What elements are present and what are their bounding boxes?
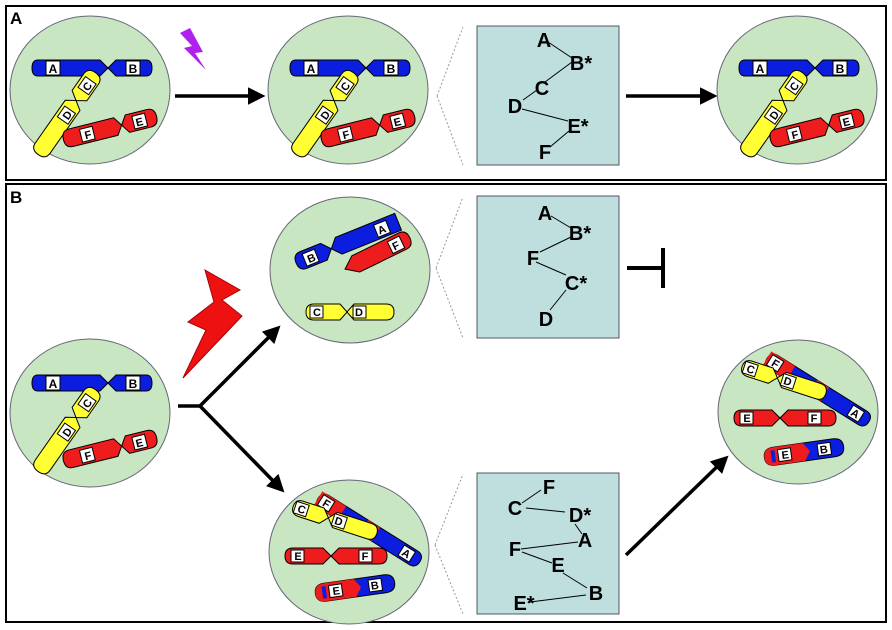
chromosome-eb-hybrid: E B	[763, 438, 845, 466]
svg-text:D: D	[782, 375, 793, 389]
inhibition-t-bar-icon	[627, 248, 665, 288]
svg-text:E: E	[842, 116, 852, 129]
chromosome-cd: D C	[33, 69, 101, 158]
svg-text:E: E	[135, 116, 145, 129]
node-d: D	[539, 309, 553, 331]
cell-a3: A B D C F E	[716, 15, 878, 165]
svg-text:C: C	[313, 307, 321, 319]
node-d: D	[508, 96, 522, 118]
svg-text:F: F	[362, 551, 369, 563]
svg-text:C: C	[745, 363, 756, 377]
repair-path-a: A B* C D E* F	[476, 25, 620, 166]
chromosome-ef: F E	[320, 108, 416, 148]
svg-text:F: F	[790, 129, 800, 142]
node-a: A	[578, 530, 592, 552]
cell-b-final: F A C D E F	[717, 339, 879, 485]
node-c: C*	[565, 273, 587, 295]
node-d: D*	[569, 505, 591, 527]
panel-b-label: B	[10, 188, 22, 207]
svg-text:E: E	[332, 585, 341, 598]
svg-text:A: A	[49, 62, 58, 76]
node-f: F	[527, 248, 539, 270]
cell-b-start: A B D C F E	[9, 338, 171, 488]
svg-text:B: B	[306, 252, 318, 266]
svg-text:A: A	[307, 62, 316, 76]
chromosome-ef: F E	[62, 108, 158, 148]
svg-text:B: B	[387, 62, 396, 76]
node-f: F	[543, 477, 555, 499]
svg-text:F: F	[391, 239, 403, 253]
svg-text:A: A	[756, 62, 765, 76]
svg-text:D: D	[333, 515, 344, 529]
chromosome-cd: D C	[291, 69, 359, 158]
zoom-lines-icon	[435, 196, 464, 339]
svg-text:B: B	[129, 377, 138, 391]
arrow-icon	[624, 455, 729, 557]
chromosome-ef-hybrid: E F	[284, 547, 388, 565]
svg-text:C: C	[296, 503, 307, 517]
node-f: F	[509, 539, 521, 561]
chromosome-cd: D C	[33, 386, 101, 475]
svg-text:F: F	[341, 129, 351, 142]
zoom-lines-icon	[434, 473, 464, 615]
svg-text:E: E	[294, 551, 301, 563]
panel-b: B A B D C F E	[5, 183, 887, 625]
svg-text:B: B	[819, 444, 829, 457]
svg-text:F: F	[811, 413, 818, 425]
lightning-bolt-icon	[182, 268, 243, 379]
panel-a: A A B D C F E	[5, 5, 887, 181]
chromosome-ef-hybrid: E F	[733, 409, 837, 427]
chromosome-ab: A B	[289, 59, 411, 77]
arrow-icon	[198, 404, 285, 493]
svg-text:F: F	[83, 129, 93, 142]
chromosome-ab: A B	[31, 59, 153, 77]
svg-text:E: E	[781, 449, 790, 462]
chromosome-cd-fragment: C D	[305, 303, 395, 321]
node-e: E*	[567, 116, 588, 138]
zoom-lines-icon	[436, 26, 464, 166]
node-a: A	[538, 203, 552, 225]
repair-path-b2: F C D* A F E B E*	[476, 472, 620, 615]
node-c: C	[508, 498, 522, 520]
arrow-icon	[198, 325, 281, 408]
chromosome-f-fragment: F	[344, 231, 412, 273]
svg-text:D: D	[355, 307, 363, 319]
chromosome-ef: F E	[62, 429, 158, 469]
cell-a2: A B D C F E	[267, 15, 429, 165]
node-b: B	[589, 583, 603, 605]
node-f: F	[539, 142, 551, 164]
cell-b-bottom: F A C D E F	[268, 479, 430, 625]
chromosome-eb-hybrid: E B	[314, 574, 396, 602]
svg-text:E: E	[743, 413, 750, 425]
branch-arrows	[178, 325, 285, 493]
svg-text:A: A	[49, 377, 58, 391]
node-a: A	[537, 30, 551, 52]
chromosome-ab: A B	[738, 59, 860, 77]
svg-text:B: B	[836, 62, 845, 76]
chromosome-cd-hybrid: C D	[292, 500, 378, 540]
node-e: E	[551, 555, 564, 577]
lightning-bolt-icon	[180, 28, 206, 70]
panel-a-label: A	[10, 9, 22, 28]
node-e: E*	[513, 593, 534, 615]
chromosome-cd-hybrid: C D	[741, 360, 827, 400]
node-b: B*	[569, 223, 591, 245]
node-c: C	[535, 78, 549, 100]
node-b: B*	[570, 53, 592, 75]
chromosome-ef: F E	[769, 108, 865, 148]
svg-text:A: A	[376, 223, 388, 237]
chromosome-ab: A B	[31, 374, 153, 392]
chromosome-cd: D C	[740, 69, 808, 158]
svg-text:B: B	[129, 62, 138, 76]
svg-text:E: E	[135, 437, 145, 450]
svg-text:B: B	[370, 580, 380, 593]
cell-a1: A B D C F E	[9, 15, 171, 165]
cell-b-top: B A F C D	[269, 196, 431, 344]
svg-text:E: E	[393, 116, 403, 129]
chromosome-ab-broken: B A	[294, 212, 403, 270]
svg-text:F: F	[83, 450, 93, 463]
repair-path-b1: A B* F C* D	[476, 195, 620, 339]
